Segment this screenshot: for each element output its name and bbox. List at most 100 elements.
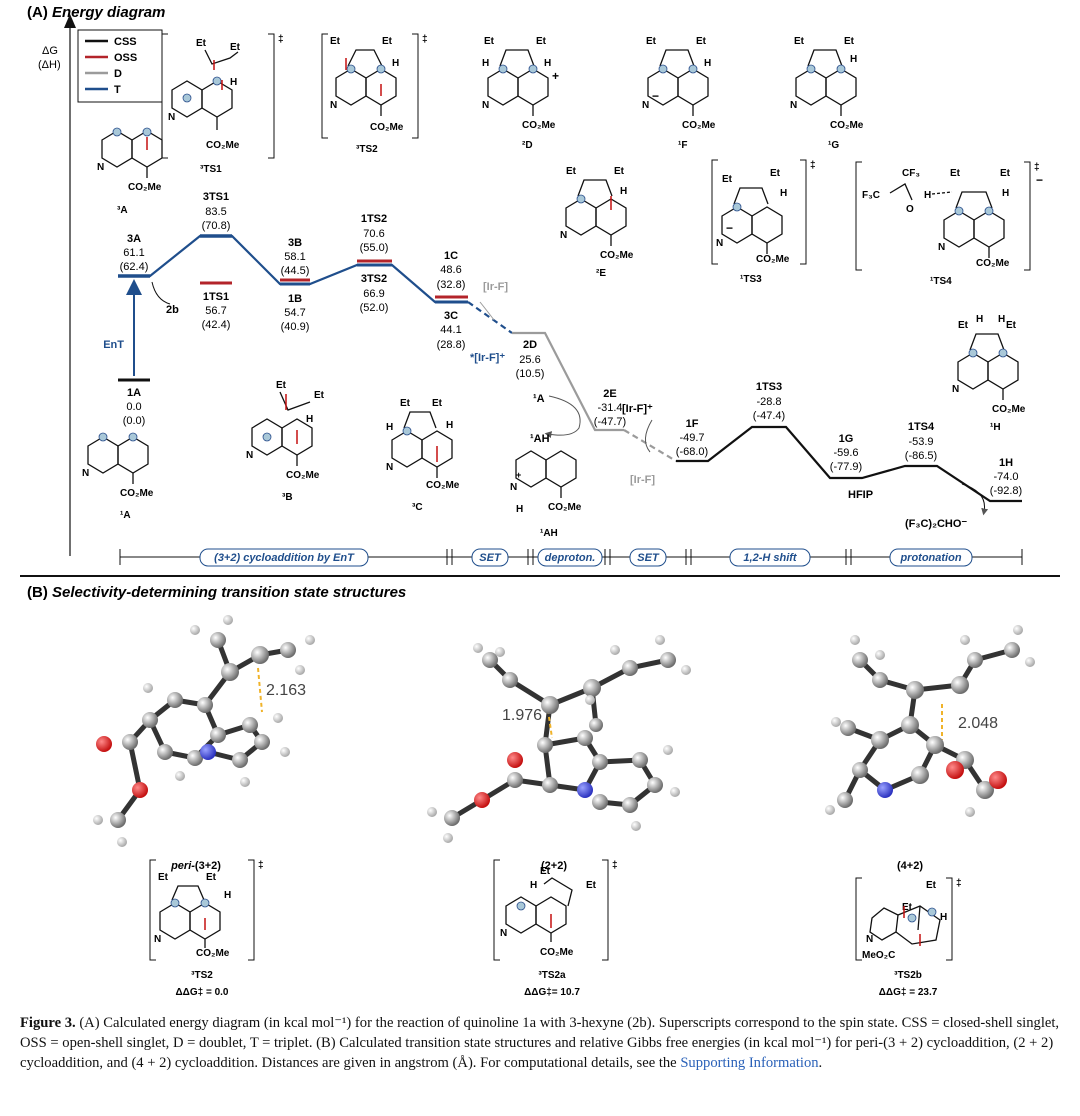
structure-1F: Et Et H − N CO₂Me ¹F (642, 36, 716, 151)
dagger: ‡ (956, 878, 962, 889)
triplet-set-dash (467, 301, 513, 334)
structure-1H: Et Et H H N CO₂Me ¹H (952, 314, 1026, 433)
charge-plus: + (516, 470, 521, 480)
figure-caption: Figure 3. (A) Calculated energy diagram … (20, 1013, 1060, 1073)
label-1TS2-name: 1TS2 (361, 213, 387, 225)
label-3C-g: 44.1 (440, 324, 461, 336)
caption-text: (A) Calculated energy diagram (in kcal m… (20, 1015, 1060, 1071)
label-3TS2-g: 66.9 (363, 288, 384, 300)
substituent-co2me: CO₂Me (196, 948, 230, 959)
label-3A-name: 3A (127, 233, 141, 245)
label-1TS3-name: 1TS3 (756, 381, 782, 393)
legend-label-css: CSS (114, 36, 137, 48)
legend-label-d: D (114, 68, 122, 80)
structure-1TS3: ‡ Et Et H − N CO₂Me ¹TS3 (711, 159, 816, 285)
atom-h: H (306, 414, 313, 425)
atom-n: N (154, 934, 161, 945)
substituent-co2me: CO₂Me (682, 120, 716, 131)
charge-minus: − (1036, 173, 1043, 187)
3d-label-3: (4+2) (897, 860, 923, 872)
dagger: ‡ (810, 160, 816, 171)
substituent-et: Et (230, 42, 241, 53)
atom-n: N (938, 242, 945, 253)
label-2E-h: (-47.7) (594, 416, 626, 428)
label-1F-h: (-68.0) (676, 446, 708, 458)
panel-b-title: (B) Selectivity-determining transition s… (27, 584, 406, 601)
label-2E-g: -31.4 (597, 402, 622, 414)
substituent-f3c: F₃C (862, 190, 880, 201)
atom-n: N (97, 162, 104, 173)
substituent-et: Et (330, 36, 341, 47)
stage-set-2: SET (637, 552, 660, 564)
label-1TS1-g: 56.7 (205, 305, 226, 317)
substituent-co2me: CO₂Me (128, 182, 162, 193)
dagger: ‡ (422, 34, 428, 45)
y-axis-arrow (64, 14, 76, 28)
substituent-et: Et (276, 380, 287, 391)
structure-label-1AH: ¹AH (540, 528, 558, 539)
label-1B-h: (40.9) (281, 321, 310, 333)
label-3A-h: (62.4) (120, 261, 149, 273)
atom-n: N (866, 934, 873, 945)
atom-h: H (704, 58, 711, 69)
ah-reagent-1A: ¹A (533, 393, 545, 405)
substituent-co2me: CO₂Me (522, 120, 556, 131)
substituent-et: Et (314, 390, 325, 401)
substituent-et: Et (902, 902, 913, 913)
ddg-label-2: ΔΔG‡= 10.7 (524, 987, 580, 998)
substituent-co2me: CO₂Me (540, 947, 574, 958)
atom-h: H (620, 186, 627, 197)
ts-label-2: ³TS2a (538, 970, 566, 981)
substituent-et: Et (196, 38, 207, 49)
label-1C-name: 1C (444, 250, 458, 262)
label-3TS2-name: 3TS2 (361, 273, 387, 285)
atom-n: N (510, 482, 517, 493)
substituent-co2me: CO₂Me (992, 404, 1026, 415)
label-1TS3-g: -28.8 (756, 396, 781, 408)
singlet-path (676, 425, 1022, 503)
doublet-set-dash (623, 429, 677, 462)
structure-label-3B: ³B (282, 492, 293, 503)
stage-bar: (3+2) cycloaddition by EnT SET deproton.… (119, 548, 1023, 567)
atom-h: H (940, 912, 947, 923)
label-1TS2-h: (55.0) (360, 242, 389, 254)
structure-3C: Et Et H H N CO₂Me ³C (386, 398, 460, 513)
label-1F-name: 1F (686, 418, 699, 430)
dagger: ‡ (258, 860, 264, 871)
label-1F-g: -49.7 (679, 432, 704, 444)
atom-h: H (976, 314, 983, 325)
3d-structure-2-2: 1.976 (427, 635, 691, 843)
substituent-co2me: CO₂Me (600, 250, 634, 261)
atom-h: H (544, 58, 551, 69)
label-3TS2-h: (52.0) (360, 302, 389, 314)
substituent-et: Et (926, 880, 937, 891)
label-2D-name: 2D (523, 339, 537, 351)
structure-label-1A: ¹A (120, 510, 131, 521)
ir-f-arrow-1 (479, 301, 495, 321)
structure-3TS2: ‡ Et Et H N CO₂Me ³TS2 (321, 33, 428, 155)
charge-plus: + (552, 69, 559, 83)
structure-1G: Et Et H N CO₂Me ¹G (790, 36, 864, 151)
ts-drawing-3TS2b: ‡ Et Et H N MeO₂C ³TS2b ΔΔG‡ = 23.7 (855, 877, 962, 998)
atom-h: H (230, 77, 237, 88)
substituent-meo2c: MeO₂C (862, 950, 895, 961)
stage-cycloaddition: (3+2) cycloaddition by EnT (214, 552, 355, 564)
stage-protonation: protonation (899, 552, 961, 564)
structure-label-1H: ¹H (990, 422, 1001, 433)
label-3TS1-g: 83.5 (205, 206, 226, 218)
substituent-et: Et (722, 174, 733, 185)
ddg-label-3: ΔΔG‡ = 23.7 (879, 987, 938, 998)
structure-label-3A: ³A (117, 205, 128, 216)
axis-label-g: ΔG (42, 45, 58, 57)
label-1H-g: -74.0 (993, 471, 1018, 483)
supporting-information-link[interactable]: Supporting Information (680, 1055, 819, 1071)
atom-n: N (642, 100, 649, 111)
atom-o: O (906, 204, 914, 215)
label-3C-h: (28.8) (437, 339, 466, 351)
reagent-2b-arrow (151, 281, 171, 305)
substituent-et: Et (540, 866, 551, 877)
structure-label-1F: ¹F (678, 140, 687, 151)
atom-n: N (560, 230, 567, 241)
atom-n: N (482, 100, 489, 111)
atom-h: H (224, 890, 231, 901)
